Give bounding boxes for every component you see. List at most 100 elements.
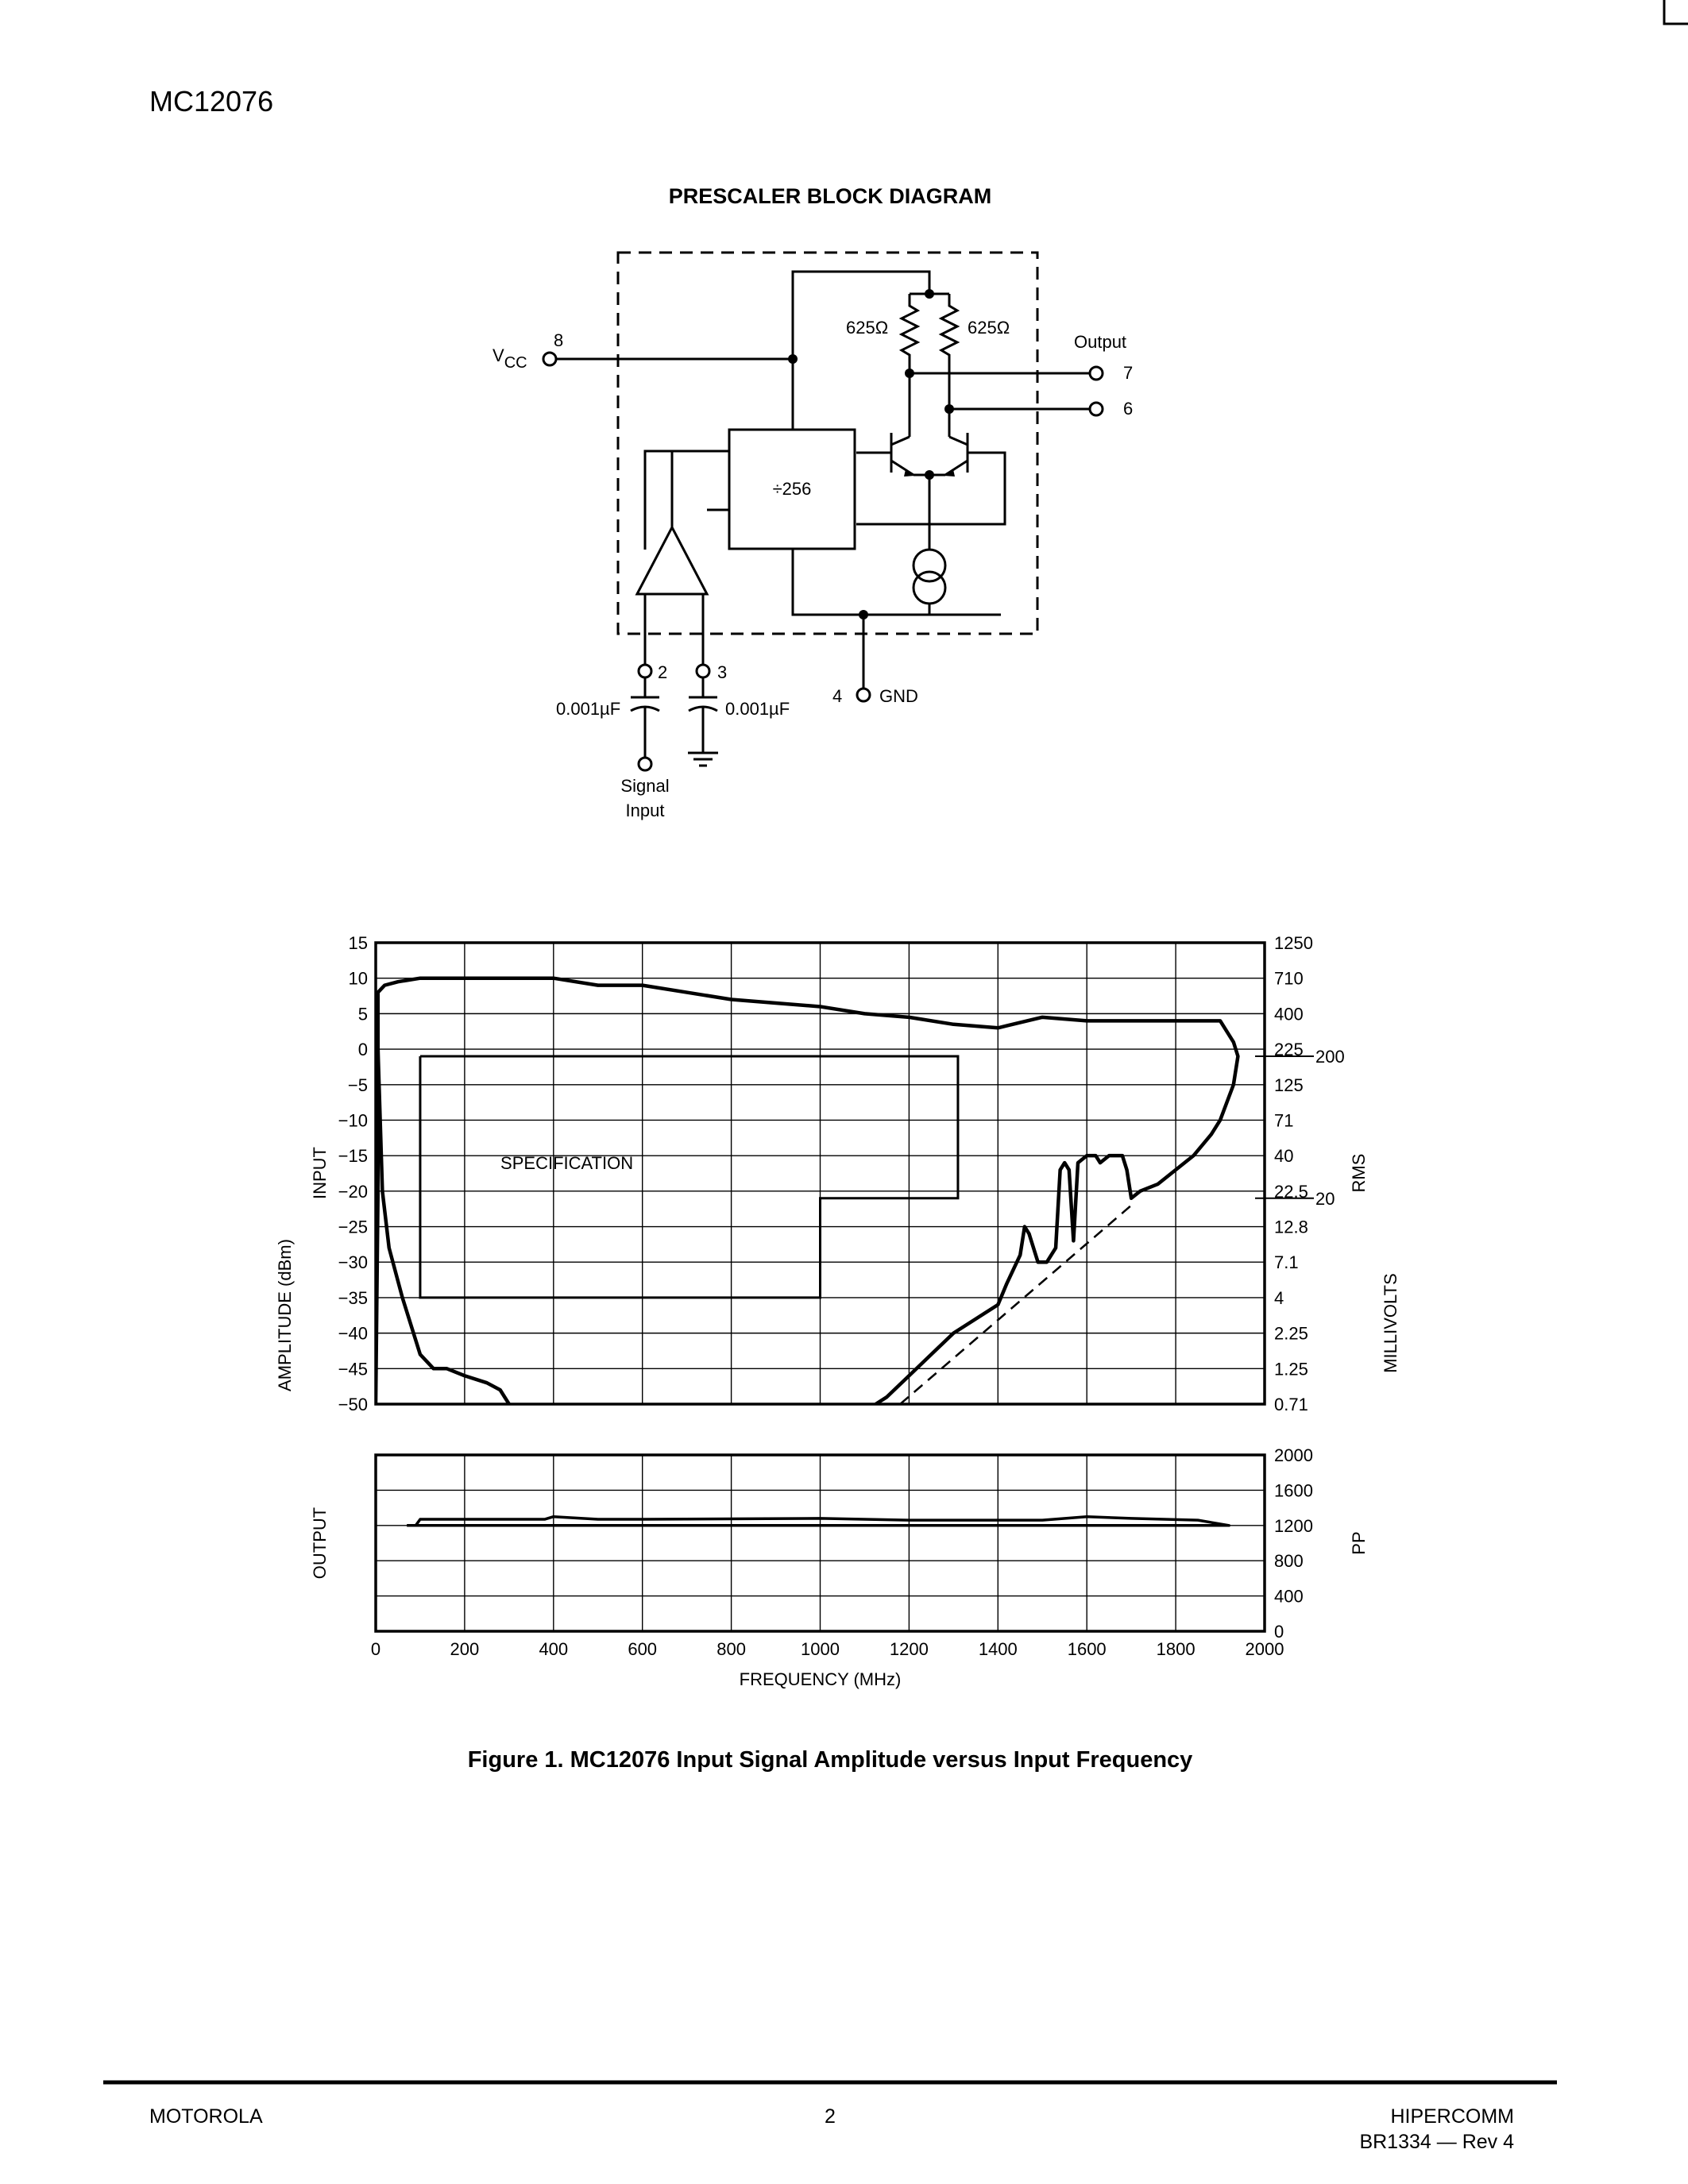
- crop-mark: [1663, 0, 1688, 25]
- x-tick-label: 0: [371, 1639, 380, 1659]
- y-tick-label: −10: [338, 1110, 368, 1130]
- amplitude-chart: 151050−5−10−15−20−25−30−35−40−45−5012507…: [275, 933, 1400, 1689]
- y-tick-label: 5: [358, 1004, 368, 1024]
- x-tick-label: 1000: [801, 1639, 840, 1659]
- x-tick-label: 1800: [1157, 1639, 1196, 1659]
- y-tick-label: −5: [348, 1075, 368, 1095]
- y-tick-label: −15: [338, 1146, 368, 1166]
- block-diagram: PRESCALER BLOCK DIAGRAM VCC 8 625Ω 625Ω …: [492, 184, 1133, 820]
- output-y-tick-label: 1200: [1274, 1516, 1313, 1536]
- vcc-bus: [791, 270, 931, 424]
- pin-4: [856, 687, 871, 703]
- x-axis-title: FREQUENCY (MHz): [740, 1669, 902, 1689]
- dashed-reference-line: [899, 1204, 1132, 1404]
- pin-6-label: 6: [1123, 399, 1133, 419]
- ground-bus: [791, 549, 1001, 616]
- signal-input-pin: [637, 756, 653, 772]
- input-amplifier: [635, 450, 729, 666]
- pin-3: [695, 663, 711, 679]
- pin-4-label: 4: [832, 686, 842, 706]
- plot-frame-top: [374, 941, 1266, 1406]
- y2-tick-label: 1250: [1274, 933, 1313, 953]
- output-y-tick-label: 800: [1274, 1551, 1304, 1571]
- y2-tick-label: 7.1: [1274, 1252, 1299, 1272]
- cap-right-label: 0.001µF: [725, 699, 790, 719]
- signal-input-label-2: Input: [626, 801, 665, 820]
- amplitude-curve-2: [376, 1049, 511, 1404]
- resistor-left: [898, 294, 921, 373]
- y-axis-title-input: INPUT: [310, 1147, 330, 1199]
- ground-symbol: [688, 751, 718, 767]
- output-curve: [407, 1515, 1230, 1527]
- y2-marker-label: 200: [1315, 1047, 1345, 1067]
- vcc-label: VCC: [492, 345, 527, 372]
- y-tick-label: −35: [338, 1288, 368, 1308]
- specification-label: SPECIFICATION: [500, 1153, 633, 1173]
- y2-tick-label: 71: [1274, 1110, 1293, 1130]
- output-y-tick-label: 0: [1274, 1622, 1284, 1642]
- footer-right-2: BR1334 — Rev 4: [1359, 2131, 1514, 2153]
- output-y-tick-label: 2000: [1274, 1445, 1313, 1465]
- x-tick-label: 600: [628, 1639, 657, 1659]
- x-tick-label: 800: [717, 1639, 746, 1659]
- part-number-header: MC12076: [149, 85, 273, 118]
- plot-frame-bottom: [374, 1453, 1266, 1633]
- resistor-right-label: 625Ω: [968, 318, 1010, 338]
- capacitor-right: [688, 677, 718, 753]
- y2-tick-label: 12.8: [1274, 1217, 1308, 1237]
- y2-axis-title-rms: RMS: [1349, 1154, 1369, 1193]
- vcc-pin: [542, 351, 558, 367]
- pin-7: [1088, 365, 1104, 381]
- divider-block: [728, 428, 856, 550]
- resistor-left-label: 625Ω: [846, 318, 888, 338]
- y2-tick-label: 40: [1274, 1146, 1293, 1166]
- y-tick-label: −25: [338, 1217, 368, 1237]
- specification-region: [419, 1055, 960, 1299]
- y2-tick-label: 0.71: [1274, 1395, 1308, 1414]
- output-axis-title: OUTPUT: [310, 1507, 330, 1579]
- footer-right-1: HIPERCOMM: [1390, 2105, 1514, 2128]
- y-tick-label: 0: [358, 1040, 368, 1059]
- x-tick-label: 1400: [979, 1639, 1018, 1659]
- resistor-right: [938, 294, 960, 409]
- pp-axis-title: PP: [1349, 1531, 1369, 1554]
- y2-marker-label: 20: [1315, 1189, 1335, 1209]
- pin-6: [1088, 401, 1104, 417]
- y-axis-title-amplitude: AMPLITUDE (dBm): [275, 1239, 295, 1391]
- x-tick-label: 2000: [1246, 1639, 1284, 1659]
- y-tick-label: −45: [338, 1359, 368, 1379]
- current-source: [912, 548, 947, 615]
- signal-input-label-1: Signal: [620, 776, 669, 796]
- figure-caption: Figure 1. MC12076 Input Signal Amplitude…: [468, 1747, 1193, 1773]
- x-tick-label: 200: [450, 1639, 480, 1659]
- footer-left: MOTOROLA: [149, 2105, 263, 2128]
- y2-tick-label: 710: [1274, 969, 1304, 989]
- y2-tick-label: 125: [1274, 1075, 1304, 1095]
- y2-tick-label: 1.25: [1274, 1359, 1308, 1379]
- differential-pair: [856, 373, 1006, 550]
- capacitor-left: [630, 677, 660, 758]
- output-y-tick-label: 400: [1274, 1587, 1304, 1607]
- y2-tick-label: 400: [1274, 1004, 1304, 1024]
- footer-page-number: 2: [825, 2105, 836, 2128]
- pin-3-label: 3: [717, 662, 727, 682]
- output-y-tick-label: 1600: [1274, 1480, 1313, 1500]
- gnd-label: GND: [879, 686, 918, 706]
- cap-left-label: 0.001µF: [556, 699, 620, 719]
- block-diagram-title: PRESCALER BLOCK DIAGRAM: [669, 184, 992, 208]
- pin-7-label: 7: [1123, 363, 1133, 383]
- x-tick-label: 400: [539, 1639, 568, 1659]
- x-tick-label: 1200: [890, 1639, 929, 1659]
- pin-2-label: 2: [658, 662, 667, 682]
- y-tick-label: −20: [338, 1182, 368, 1202]
- y-tick-label: 10: [349, 969, 368, 989]
- y-tick-label: 15: [349, 933, 368, 953]
- x-tick-label: 1600: [1068, 1639, 1107, 1659]
- y-tick-label: −40: [338, 1324, 368, 1344]
- y-tick-label: −30: [338, 1252, 368, 1272]
- amplitude-curve-1: [376, 976, 1240, 1404]
- y2-tick-label: 2.25: [1274, 1324, 1308, 1344]
- y2-axis-title-millivolts: MILLIVOLTS: [1381, 1273, 1400, 1373]
- pin-2: [637, 663, 653, 679]
